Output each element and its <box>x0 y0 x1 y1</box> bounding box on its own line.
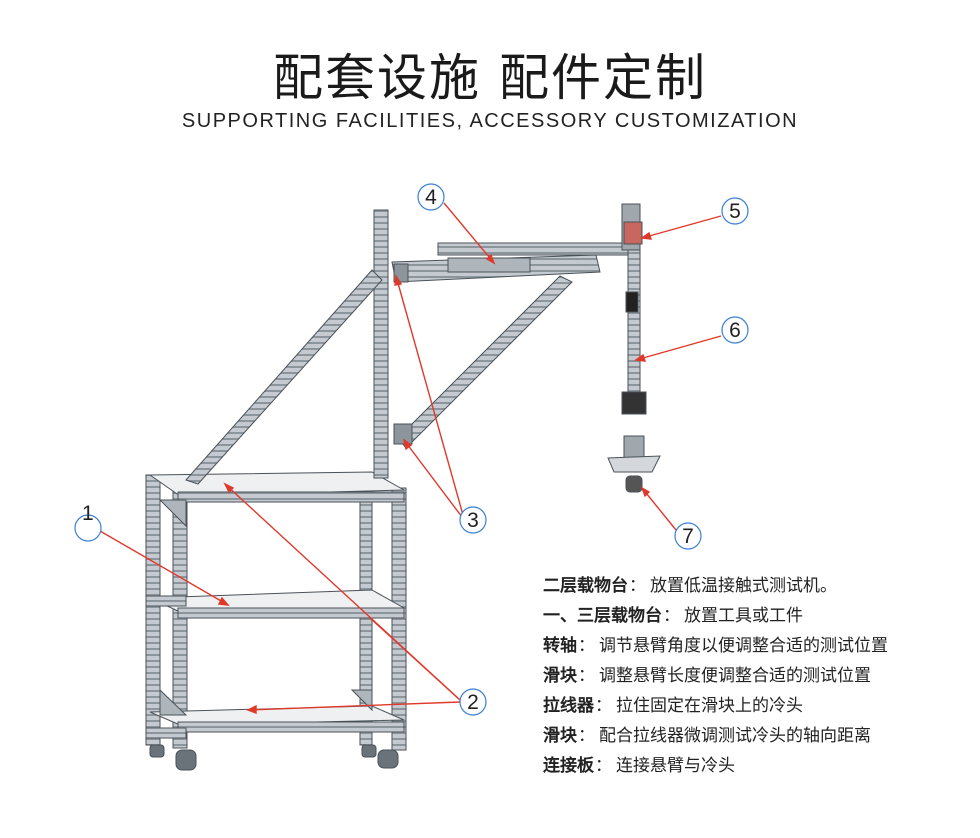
legend-separator: ： <box>595 696 612 716</box>
leader-lines <box>99 202 722 715</box>
shelf-frame <box>145 471 407 771</box>
legend-separator: ： <box>578 666 595 686</box>
legend-term: 滑块 <box>543 726 577 746</box>
legend-description: 放置工具或工件 <box>684 606 803 626</box>
legend-separator: ： <box>629 576 646 596</box>
legend-item: 连接板：连接悬臂与冷头 <box>543 751 973 781</box>
callout-number: 3 <box>467 509 479 532</box>
legend-separator: ： <box>578 636 595 656</box>
callout-number: 4 <box>425 186 437 209</box>
callout-number: 2 <box>467 691 479 714</box>
legend-term: 滑块 <box>543 666 577 686</box>
callout-4: 4 <box>417 183 445 211</box>
legend-item: 一、三层载物台：放置工具或工件 <box>543 601 973 631</box>
legend-term: 连接板 <box>543 756 594 776</box>
legend-term: 拉线器 <box>543 696 594 716</box>
legend-description: 调整悬臂长度便调整合适的测试位置 <box>599 666 871 686</box>
legend-item: 滑块：调整悬臂长度便调整合适的测试位置 <box>543 661 973 691</box>
legend-term: 一、三层载物台 <box>543 606 662 626</box>
legend-separator: ： <box>578 726 595 746</box>
callout-number: 7 <box>682 525 694 548</box>
callout-1: 1 <box>74 502 102 542</box>
legend-separator: ： <box>595 756 612 776</box>
cold-head-assembly <box>607 203 661 493</box>
page-subtitle: SUPPORTING FACILITIES, ACCESSORY CUSTOMI… <box>181 110 799 132</box>
callout-2: 2 <box>459 688 487 716</box>
callout-5: 5 <box>721 197 749 225</box>
legend-description: 放置低温接触式测试机。 <box>650 576 837 596</box>
legend-description: 配合拉线器微调测试冷头的轴向距离 <box>599 726 871 746</box>
callout-3: 3 <box>459 506 487 534</box>
page-title: 配套设施 配件定制 <box>273 49 707 107</box>
legend-item: 转轴：调节悬臂角度以便调整合适的测试位置 <box>543 631 973 661</box>
legend-description: 调节悬臂角度以便调整合适的测试位置 <box>599 636 888 656</box>
legend-description: 连接悬臂与冷头 <box>616 756 735 776</box>
callout-number: 1 <box>82 502 94 525</box>
callout-6: 6 <box>721 316 749 344</box>
component-legend: 二层载物台：放置低温接触式测试机。 一、三层载物台：放置工具或工件 转轴：调节悬… <box>543 571 973 781</box>
legend-item: 二层载物台：放置低温接触式测试机。 <box>543 571 973 601</box>
callout-7: 7 <box>674 522 702 550</box>
legend-description: 拉住固定在滑块上的冷头 <box>616 696 803 716</box>
callout-number: 6 <box>729 319 741 342</box>
legend-term: 转轴 <box>543 636 577 656</box>
legend-item: 滑块：配合拉线器微调测试冷头的轴向距离 <box>543 721 973 751</box>
legend-item: 拉线器：拉住固定在滑块上的冷头 <box>543 691 973 721</box>
legend-separator: ： <box>663 606 680 626</box>
legend-term: 二层载物台 <box>543 576 628 596</box>
cantilever-frame <box>185 209 639 485</box>
callout-number: 5 <box>729 200 741 223</box>
